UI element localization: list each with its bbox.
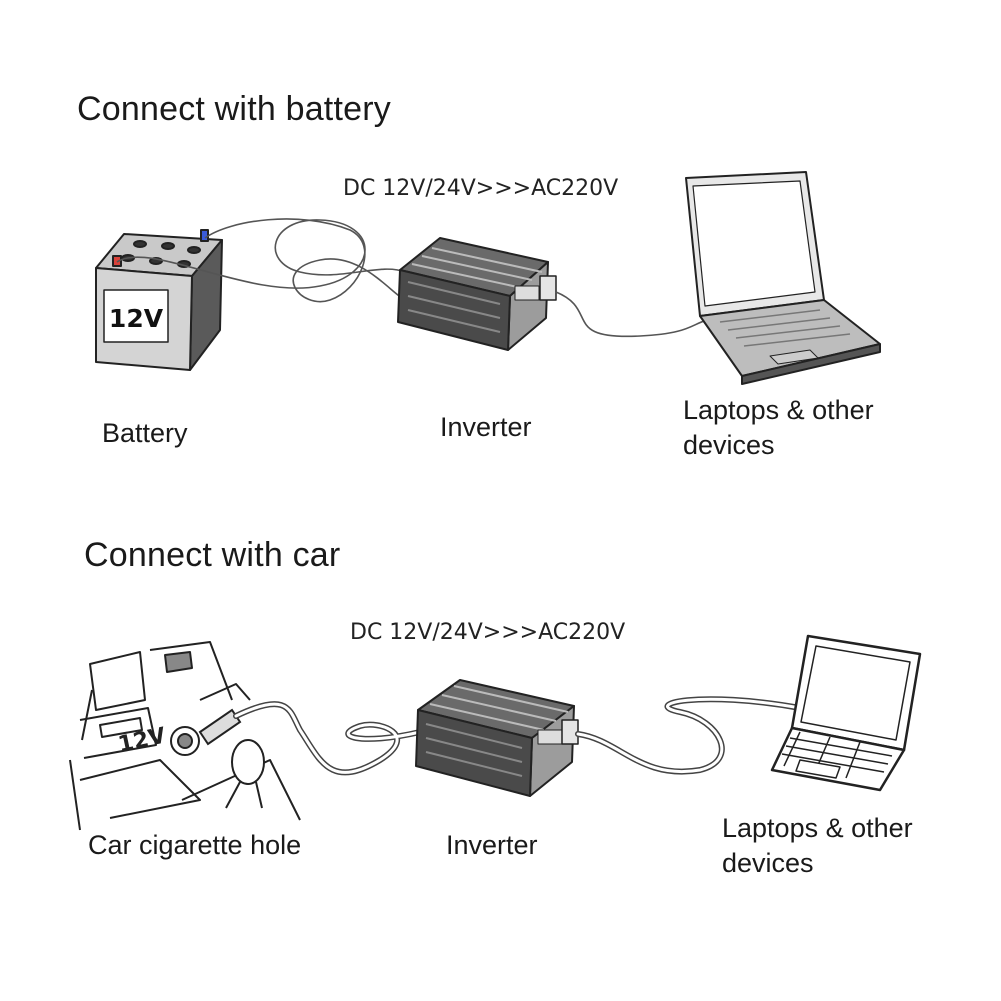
laptop-illustration-2 [770,634,922,792]
battery-illustration [95,229,223,371]
positive-terminal-icon [112,255,122,267]
battery-conversion-label: DC 12V/24V>>>AC220V [343,176,619,201]
devices-label-line2: devices [683,430,775,460]
battery-label: Battery [102,418,188,448]
devices-label-2-line2: devices [722,848,814,878]
laptop-illustration [685,171,881,385]
inverter-illustration-2 [415,679,579,797]
car-conversion-label: DC 12V/24V>>>AC220V [350,620,626,645]
devices-label-line1: Laptops & other [683,395,874,425]
battery-section-title: Connect with battery [77,90,391,128]
car-section-title: Connect with car [84,536,341,574]
laptop-cable [555,291,721,338]
cigarette-socket-icon [170,726,200,756]
car-dashboard-illustration [69,641,301,831]
battery-cables [116,218,406,303]
battery-badge-text: 12V [109,304,164,333]
inverter-label: Inverter [440,412,532,442]
gear-shifter-icon [225,739,265,809]
plug-icon [198,708,242,746]
socket-marking-text: 12V [116,724,168,758]
inverter-label-2: Inverter [446,830,538,860]
inverter-illustration [397,237,557,351]
socket-label: Car cigarette hole [88,830,302,860]
negative-terminal-icon [200,229,209,242]
laptop-cable-2 [575,696,803,775]
devices-label-2-line1: Laptops & other [722,813,913,843]
car-cables-inner [234,702,422,774]
